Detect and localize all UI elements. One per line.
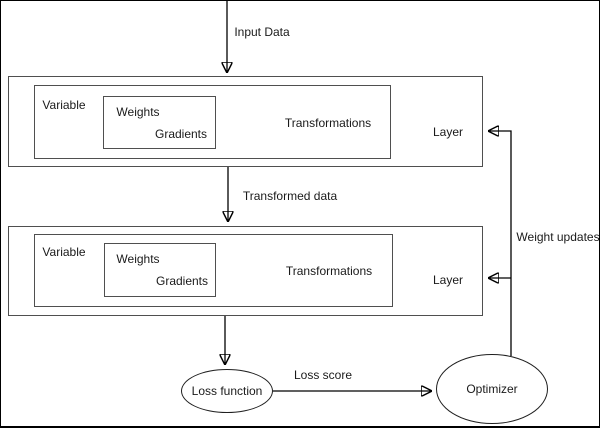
loss-function-label: Loss function (191, 384, 263, 398)
layer2-weights-label: Weights (116, 252, 160, 266)
layer1-label: Layer (432, 125, 464, 139)
layer1-weights-box (103, 96, 216, 149)
layer2-box (8, 226, 483, 316)
optimizer-label: Optimizer (466, 382, 518, 396)
input-data-label: Input Data (234, 25, 290, 39)
layer1-gradients-label: Gradients (154, 127, 208, 141)
loss-function-node: Loss function (181, 369, 273, 413)
layer2-gradients-label: Gradients (155, 274, 209, 288)
layer1-weights-label: Weights (116, 105, 160, 119)
layer2-weights-box (104, 243, 216, 297)
layer1-variable-box (34, 85, 391, 159)
weight-updates-label: Weight updates (516, 230, 600, 244)
transformed-data-label: Transformed data (242, 189, 338, 203)
optimizer-node: Optimizer (436, 354, 548, 424)
layer1-variable-label: Variable (42, 98, 86, 112)
layer1-transformations-label: Transformations (284, 116, 372, 130)
loss-score-label: Loss score (293, 368, 353, 382)
layer2-variable-label: Variable (42, 245, 86, 259)
layer2-variable-box (34, 234, 393, 307)
weight-updates-arrow-layer1 (489, 131, 512, 356)
layer1-box (8, 76, 483, 167)
layer2-label: Layer (432, 273, 464, 287)
layer2-transformations-label: Transformations (285, 264, 373, 278)
